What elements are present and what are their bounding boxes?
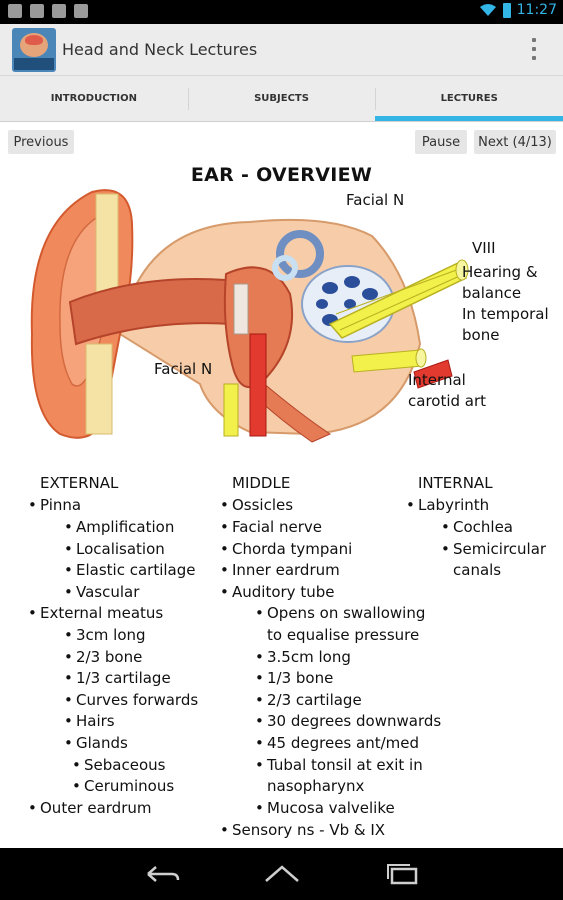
notification-icon — [74, 4, 88, 18]
list-item: Sensory ns - Vb & IX — [220, 820, 385, 841]
list-item: Tubal tonsil at exit in — [255, 755, 423, 776]
list-item: Pinna — [28, 495, 81, 516]
list-item: Cochlea — [441, 517, 513, 538]
list-item-continuation: canals — [453, 561, 502, 579]
notification-icon — [30, 4, 44, 18]
back-icon[interactable] — [142, 861, 182, 887]
list-item: Outer eardrum — [28, 798, 151, 819]
list-item: External meatus — [28, 603, 163, 624]
list-item: Inner eardrum — [220, 560, 340, 581]
battery-icon — [502, 2, 511, 18]
list-item: 2/3 bone — [64, 647, 142, 668]
list-item: Auditory tube — [220, 582, 335, 603]
previous-button[interactable]: Previous — [8, 130, 74, 154]
notification-icon — [52, 4, 66, 18]
list-item: 30 degrees downwards — [255, 711, 441, 732]
system-nav-bar — [0, 848, 563, 900]
label-facial-n-left: Facial N — [154, 360, 213, 378]
label-hearing: Hearing & — [462, 263, 538, 281]
overflow-menu-icon[interactable] — [531, 38, 537, 60]
list-item: Ossicles — [220, 495, 293, 516]
tab-subjects[interactable]: SUBJECTS — [187, 76, 376, 121]
next-button[interactable]: Next (4/13) — [474, 130, 556, 154]
home-icon[interactable] — [262, 861, 302, 887]
list-item: Vascular — [64, 582, 139, 603]
list-item-continuation: nasopharynx — [267, 777, 365, 795]
slide-title: EAR - OVERVIEW — [190, 164, 373, 186]
list-item: 3cm long — [64, 625, 145, 646]
list-item: 1/3 cartilage — [64, 668, 171, 689]
pause-button[interactable]: Pause — [415, 130, 467, 154]
ear-illustration — [30, 189, 469, 443]
label-facial-n-top: Facial N — [346, 191, 405, 209]
list-item: 3.5cm long — [255, 647, 351, 668]
label-carotid: carotid art — [408, 392, 487, 410]
list-item: Glands — [64, 733, 128, 754]
list-item: Semicircular — [441, 539, 546, 560]
action-bar: Head and Neck Lectures — [0, 24, 563, 76]
list-item: Amplification — [64, 517, 174, 538]
label-viii: VIII — [472, 239, 496, 257]
list-item: Facial nerve — [220, 517, 322, 538]
tab-bar: INTRODUCTION SUBJECTS LECTURES — [0, 76, 563, 122]
label-in-temporal: In temporal — [462, 305, 549, 323]
lecture-notes: EXTERNAL Pinna Amplification Localisatio… — [0, 474, 563, 844]
status-time: 11:27 — [516, 2, 557, 18]
list-item: 1/3 bone — [255, 668, 333, 689]
list-item: Ceruminous — [72, 776, 174, 797]
heading-internal: INTERNAL — [418, 474, 493, 492]
list-item: 45 degrees ant/med — [255, 733, 419, 754]
list-item: Localisation — [64, 539, 165, 560]
label-bone: bone — [462, 326, 500, 344]
heading-middle: MIDDLE — [232, 474, 291, 492]
label-balance: balance — [462, 284, 522, 302]
list-item: Curves forwards — [64, 690, 198, 711]
notification-icon — [8, 4, 22, 18]
recent-apps-icon[interactable] — [382, 861, 422, 887]
heading-external: EXTERNAL — [40, 474, 119, 492]
list-item: Labyrinth — [406, 495, 489, 516]
list-item: Sebaceous — [72, 755, 166, 776]
status-bar: 11:27 — [0, 0, 563, 24]
notification-icons — [8, 4, 88, 18]
tab-lectures[interactable]: LECTURES — [375, 76, 563, 121]
lecture-content: Previous Pause Next (4/13) EAR - OVERVIE… — [0, 122, 563, 848]
label-internal: Internal — [408, 371, 466, 389]
app-title: Head and Neck Lectures — [62, 40, 258, 59]
tab-introduction[interactable]: INTRODUCTION — [50, 93, 137, 104]
list-item: Mucosa valvelike — [255, 798, 395, 819]
ear-diagram: Facial N VIII Hearing & balance In tempo… — [0, 184, 563, 444]
list-item-continuation: to equalise pressure — [267, 626, 420, 644]
list-item: Hairs — [64, 711, 115, 732]
list-item: Elastic cartilage — [64, 560, 196, 581]
list-item: 2/3 cartilage — [255, 690, 362, 711]
wifi-icon — [479, 4, 496, 16]
instant-anatomy-logo[interactable] — [12, 28, 56, 72]
list-item: Chorda tympani — [220, 539, 352, 560]
list-item: Opens on swallowing — [255, 603, 425, 624]
